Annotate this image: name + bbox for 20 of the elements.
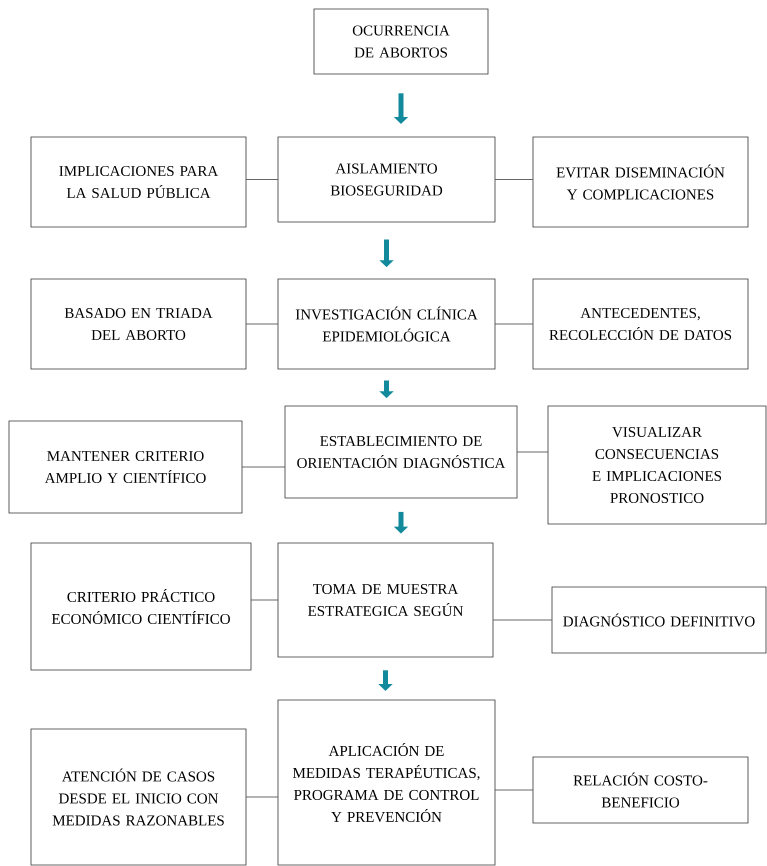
process-box: APLICACIÓN DE MEDIDAS TERAPÉUTICAS, PROGRAMA DE CONTROL Y PREVENCIÓN [278, 700, 496, 866]
process-box: IMPLICACIONES PARA LA SALUD PÚBLICA [30, 136, 246, 228]
process-box: ATENCIÓN DE CASOS DESDE EL INICIO CON MEDIDAS RAZONABLES [30, 728, 246, 866]
process-box: ESTABLECIMIENTO DE ORIENTACIÓN DIAGNÓSTICA [284, 406, 518, 498]
connector-line [246, 796, 278, 798]
process-box: VISUALIZAR CONSECUENCIAS E IMPLICACIONES PRONOSTICO [548, 406, 766, 524]
connector-line [242, 466, 285, 468]
process-box: INVESTIGACIÓN CLÍNICA EPIDEMIOLÓGICA [278, 278, 496, 370]
process-box: RELACIÓN COSTO-BENEFICIO [532, 756, 748, 824]
process-box: EVITAR DISEMINACIÓN Y COMPLICACIONES [532, 136, 748, 228]
process-box: TOMA DE MUESTRA ESTRATEGICA SEGÚN [278, 542, 494, 658]
process-box: CRITERIO PRÁCTICO ECONÓMICO CIENTÍFICO [30, 542, 252, 670]
connector-line [246, 179, 278, 180]
process-box: OCURRENCIA DE ABORTOS [314, 8, 488, 74]
process-box: DIAGNÓSTICO DEFINITIVO [552, 586, 766, 654]
process-box: MANTENER CRITERIO AMPLIO Y CIENTÍFICO [8, 420, 242, 514]
process-box: AISLAMIENTO BIOSEGURIDAD [278, 136, 496, 222]
process-box: BASADO EN TRIADA DEL ABORTO [30, 278, 246, 370]
process-box: ANTECEDENTES, RECOLECCIÓN DE DATOS [532, 278, 748, 370]
connector-line [495, 179, 533, 180]
